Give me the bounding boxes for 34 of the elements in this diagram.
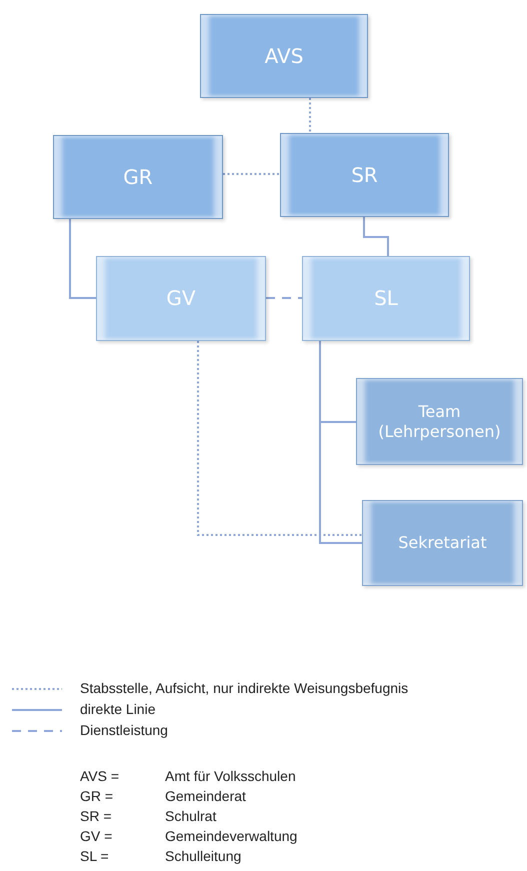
org-box [362, 500, 523, 586]
box-label: SR [351, 162, 378, 188]
connector-line [363, 217, 389, 256]
org-box [356, 378, 523, 465]
abbreviation: SR = [80, 807, 113, 826]
box-label: AVS [264, 44, 304, 68]
connector-line [69, 219, 96, 299]
abbreviation-meaning: Gemeindeverwaltung [165, 827, 298, 846]
connector-line [309, 98, 311, 133]
connector-line [197, 341, 362, 536]
abbreviation-meaning: Schulrat [165, 807, 218, 826]
abbreviation: SL = [80, 847, 110, 866]
box-label: Team (Lehrpersonen) [377, 402, 502, 442]
box-label: GR [123, 164, 153, 190]
org-box [53, 135, 223, 219]
legend-text: direkte Linie [80, 700, 156, 719]
abbreviation-meaning: Gemeinderat [165, 787, 247, 806]
org-box [280, 133, 449, 217]
org-box [302, 256, 470, 341]
legend-text: Stabsstelle, Aufsicht, nur indirekte Weisungsbefugnis [80, 679, 408, 698]
box-label: SL [374, 286, 398, 311]
abbreviation: AVS = [80, 767, 120, 786]
abbreviation: GR = [80, 787, 114, 806]
connector-line [266, 297, 302, 299]
org-box [200, 14, 368, 98]
legend-text: Dienstleistung [80, 721, 168, 740]
abbreviation-meaning: Schulleitung [165, 847, 242, 866]
box-label: GV [166, 286, 196, 311]
connector-line [319, 341, 362, 544]
box-label: Sekretariat [398, 533, 487, 553]
abbreviation-meaning: Amt für Volksschulen [165, 767, 297, 786]
abbreviation: GV = [80, 827, 114, 846]
org-box [96, 256, 266, 341]
connector-line [223, 173, 280, 175]
